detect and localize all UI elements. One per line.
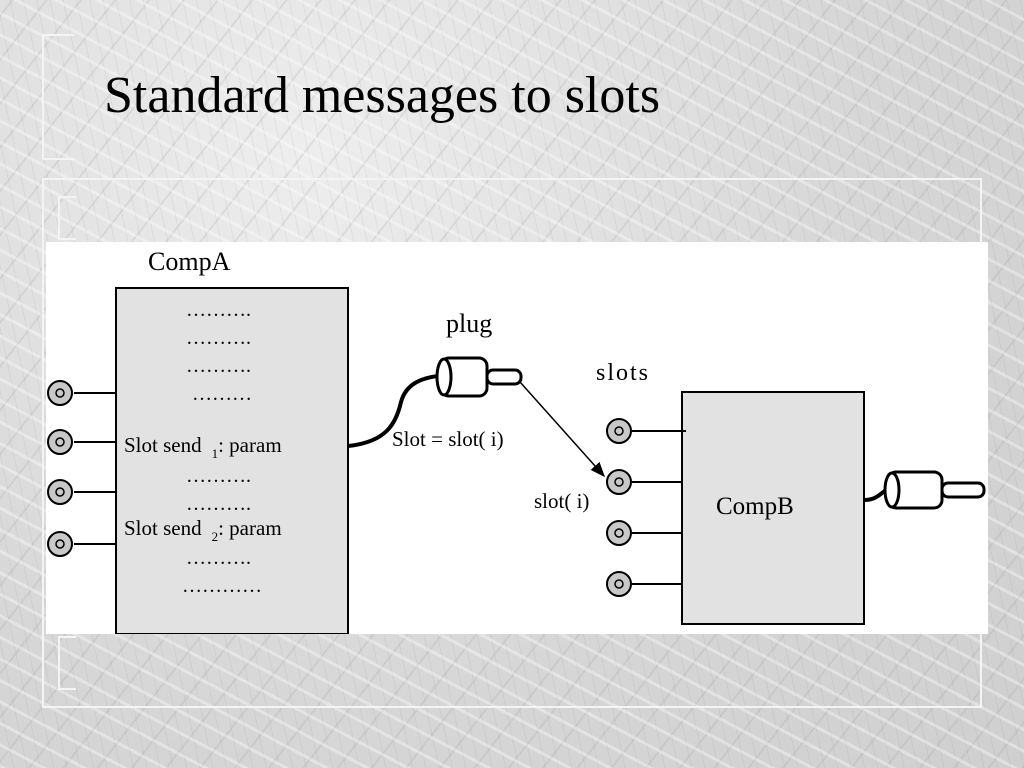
binding-arrow: [519, 381, 605, 478]
connector-icon: [606, 418, 632, 444]
comp-a-line: ……….: [186, 299, 251, 321]
connector-icon: [606, 571, 632, 597]
slide-decoration-small-tab: [58, 196, 76, 240]
comp-b-box: [681, 391, 865, 625]
send-1-text: Slot send: [124, 433, 202, 457]
comp-a-line: …………: [182, 575, 262, 597]
plug-label: plug: [446, 309, 492, 338]
slot-target-label: slot( i): [534, 489, 589, 513]
comp-b-cable: [863, 488, 888, 502]
send-1-suffix: : param: [218, 433, 282, 457]
plug-icon: [435, 356, 523, 398]
slide-decoration-tab: [42, 34, 74, 160]
slide-title: Standard messages to slots: [104, 67, 661, 124]
send-1-sub: 1: [212, 446, 219, 461]
plug-assignment: Slot = slot( i): [392, 427, 504, 451]
comp-a-send-1: Slot send 1: param: [124, 433, 282, 461]
connector-icon: [47, 479, 73, 505]
slots-label: slots: [596, 360, 650, 386]
comp-a-send-2: Slot send 2: param: [124, 516, 282, 544]
comp-a-line: ……….: [186, 493, 251, 515]
send-2-sub: 2: [212, 529, 219, 544]
plug-icon: [883, 470, 986, 510]
slide-decoration-small-tab-bottom: [58, 636, 76, 690]
comp-a-connectors: [47, 380, 116, 557]
send-2-text: Slot send: [124, 516, 202, 540]
send-2-suffix: : param: [218, 516, 282, 540]
connector-icon: [47, 531, 73, 557]
comp-a-line: ……….: [186, 355, 251, 377]
connector-icon: [47, 429, 73, 455]
comp-a-line: ……….: [186, 547, 251, 569]
comp-a-line: ……….: [186, 327, 251, 349]
plug-cable: [347, 374, 439, 448]
connector-icon: [606, 469, 632, 495]
comp-a-box: [115, 287, 349, 634]
comp-b-slots: [606, 418, 686, 597]
comp-a-line: ………: [192, 383, 252, 405]
comp-a-label: CompA: [148, 247, 231, 276]
comp-a-line: ……….: [186, 465, 251, 487]
connector-icon: [47, 380, 73, 406]
connector-icon: [606, 520, 632, 546]
comp-b-label: CompB: [716, 493, 794, 520]
